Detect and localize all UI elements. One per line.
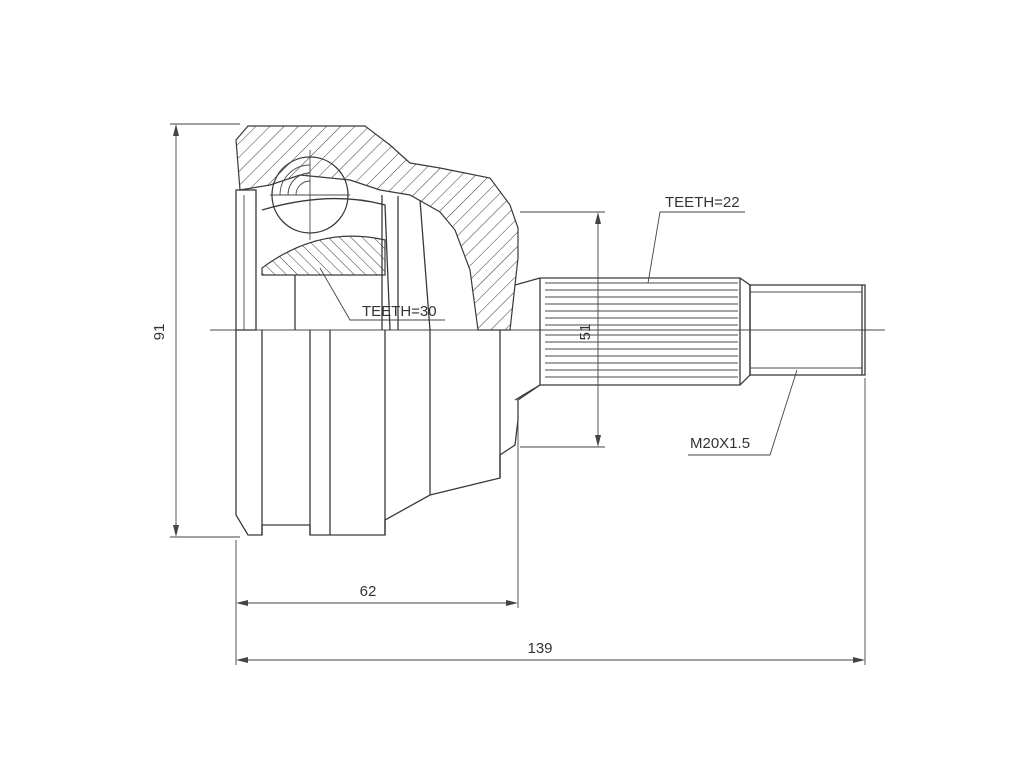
stub-shaft (514, 277, 866, 401)
callout-inner-teeth: TEETH=30 (319, 267, 445, 321)
dimension-91: 91 (151, 123, 240, 538)
threaded-end (749, 284, 866, 376)
callout-outer-teeth: TEETH=22 (647, 194, 745, 284)
callout-inner-teeth-label: TEETH=30 (362, 303, 437, 320)
dimension-62-label: 62 (360, 583, 377, 600)
callout-thread: M20X1.5 (688, 369, 798, 456)
dimension-91-label: 91 (151, 324, 168, 341)
callout-thread-label: M20X1.5 (690, 435, 750, 452)
spline-teeth (545, 282, 738, 378)
dimension-51: 51 (520, 211, 605, 448)
callout-outer-teeth-label: TEETH=22 (665, 194, 740, 211)
dimension-139-label: 139 (527, 640, 552, 657)
housing-outline-lower (235, 330, 541, 536)
dimension-51-label: 51 (577, 324, 594, 341)
dimension-139: 139 (236, 378, 866, 665)
housing-section-upper (235, 125, 519, 331)
dimension-62: 62 (235, 405, 519, 665)
